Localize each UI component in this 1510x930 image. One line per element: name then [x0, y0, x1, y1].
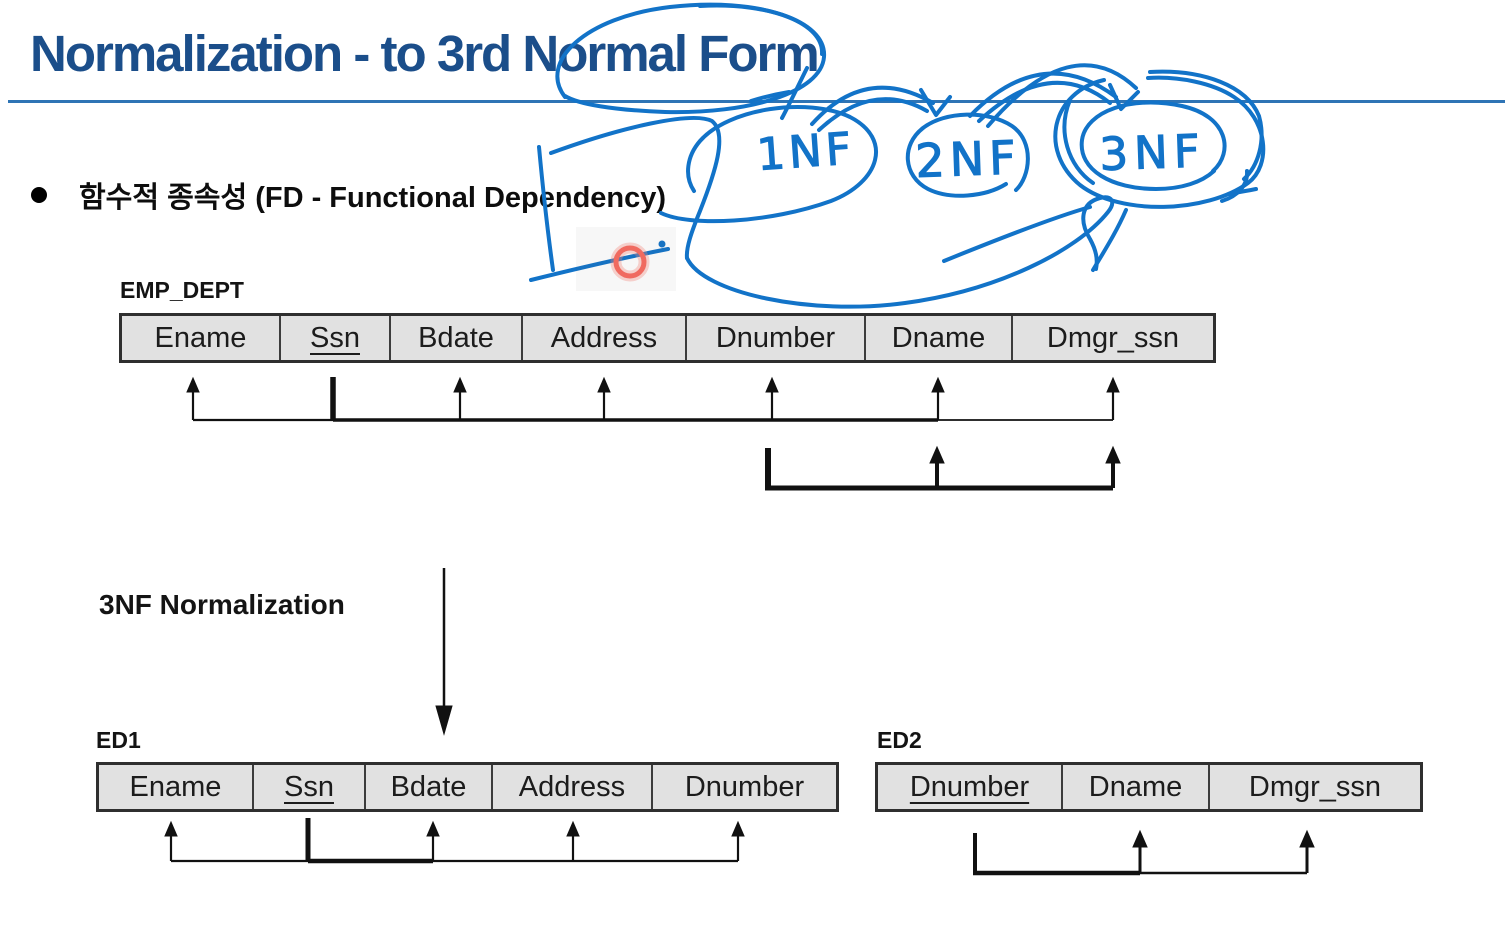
transform-label: 3NF Normalization: [99, 589, 345, 620]
pen-3nf-tick1: [1220, 169, 1250, 203]
fd-ssn-arrows: [186, 376, 1120, 422]
pen-slant-line: [529, 247, 670, 282]
attribute-cell-ename: Ename: [99, 765, 254, 809]
pen-dot: [658, 240, 666, 248]
attribute-cell-ssn: Ssn: [254, 765, 366, 809]
slide-title: Normalization - to 3rd Normal Form: [30, 25, 820, 82]
attribute-cell-address: Address: [493, 765, 653, 809]
pen-3nf-inner-circle: [1079, 100, 1227, 191]
attribute-cell-ename: Ename: [122, 316, 281, 360]
attribute-cell-ssn: Ssn: [281, 316, 391, 360]
bullet-row: 함수적 종속성 (FD - Functional Dependency): [31, 174, 666, 216]
nf-labels: 1NF 2NF 3NF: [755, 123, 1207, 189]
pointer-annotation: [576, 227, 676, 291]
ed1-fd-arrows: [164, 818, 745, 864]
attribute-cell-bdate: Bdate: [391, 316, 523, 360]
nf3-label: 3NF: [1099, 124, 1207, 181]
attribute-cell-dmgr_ssn: Dmgr_ssn: [1013, 316, 1213, 360]
pen-3nf-tick2: [1227, 187, 1258, 196]
nf2-label: 2NF: [914, 130, 1021, 188]
attribute-cell-dnumber: Dnumber: [687, 316, 866, 360]
ed2-label: ED2: [877, 727, 922, 753]
ed1-label: ED1: [96, 727, 141, 753]
title-divider-line: [8, 100, 1505, 103]
ed2-fd-arrows: [973, 829, 1315, 876]
pen-arrowhead-3nf: [1108, 83, 1140, 111]
bullet-icon: [31, 187, 47, 203]
pen-arc-2nf-3nf-a: [968, 71, 1118, 118]
fd-dnumber-arrows: [765, 445, 1121, 491]
attribute-cell-dmgr_ssn: Dmgr_ssn: [1210, 765, 1420, 809]
nf1-label: 1NF: [755, 123, 857, 181]
bullet-text: 함수적 종속성 (FD - Functional Dependency): [79, 182, 667, 214]
attribute-cell-dnumber: Dnumber: [653, 765, 836, 809]
attribute-cell-dname: Dname: [866, 316, 1013, 360]
pointer-glow: [610, 242, 650, 282]
attribute-cell-dname: Dname: [1063, 765, 1210, 809]
attribute-cell-bdate: Bdate: [366, 765, 493, 809]
pen-2nf-circle: [905, 112, 1030, 198]
pen-3nf-outer-pass2: [1148, 69, 1264, 181]
fd-ssn-arrowheads: [186, 376, 1120, 420]
pointer-circle: [613, 245, 647, 279]
pen-arc-2nf-3nf-c: [986, 63, 1138, 128]
pen-3nf-outer-pass3: [1062, 98, 1095, 185]
pen-loop-tail: [1091, 208, 1128, 272]
pen-arc-1nf-2nf-a: [810, 85, 935, 126]
pointer-halo-box: [576, 227, 676, 291]
pen-big-loop: [685, 195, 1115, 309]
pen-mid-arc: [942, 205, 1092, 263]
pen-1nf-oval: [659, 105, 878, 224]
emp-dept-label: EMP_DEPT: [120, 277, 244, 303]
pen-arc-1nf-2nf-b: [817, 97, 929, 132]
attribute-cell-address: Address: [523, 316, 687, 360]
normalization-arrow: [435, 568, 453, 736]
pen-3nf-outer-circle: [1053, 75, 1266, 209]
attribute-cell-dnumber: Dnumber: [878, 765, 1063, 809]
